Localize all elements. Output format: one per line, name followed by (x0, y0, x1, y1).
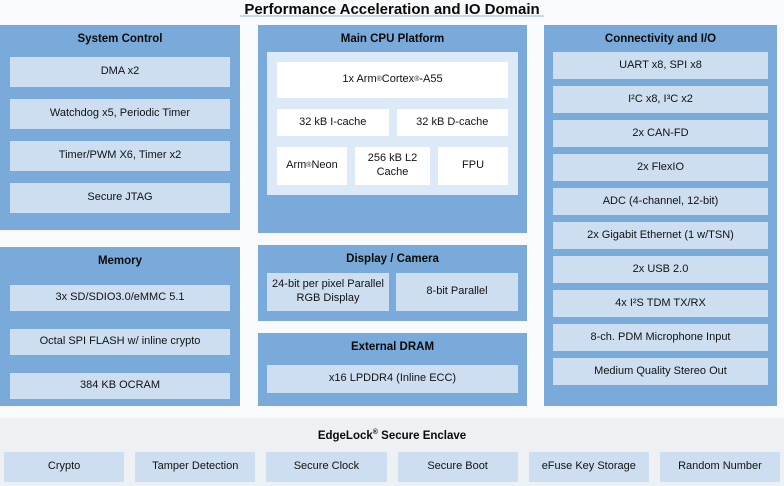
panel-system-control: System Control DMA x2 Watchdog x5, Perio… (0, 25, 240, 230)
enclave-item-secure-boot: Secure Boot (397, 452, 518, 482)
conn-item-stereo-out: Medium Quality Stereo Out (553, 358, 768, 385)
sysctl-item-dma: DMA x2 (10, 57, 230, 87)
conn-item-adc: ADC (4-channel, 12-bit) (553, 188, 768, 215)
cpu-l2-cache: 256 kB L2 Cache (354, 147, 431, 185)
sysctl-item-timer-pwm: Timer/PWM X6, Timer x2 (10, 141, 230, 171)
panel-title-external-dram: External DRAM (350, 341, 435, 353)
conn-item-i2s-tdm: 4x I²S TDM TX/RX (553, 290, 768, 317)
panel-external-dram: External DRAM x16 LPDDR4 (Inline ECC) (258, 333, 527, 406)
cpu-icache: 32 kB I-cache (277, 109, 389, 136)
conn-item-usb: 2x USB 2.0 (553, 256, 768, 283)
panel-title-connectivity: Connectivity and I/O (604, 33, 717, 45)
panel-title-display-camera: Display / Camera (346, 253, 439, 265)
enclave-item-secure-clock: Secure Clock (266, 452, 387, 482)
display-item-8bit-parallel: 8-bit Parallel (396, 273, 518, 311)
cpu-fpu: FPU (438, 147, 508, 185)
enclave-item-tamper-detection: Tamper Detection (135, 452, 256, 482)
cpu-dcache: 32 kB D-cache (396, 109, 508, 136)
cpu-core-cluster: 1x Arm® Cortex®-A55 32 kB I-cache 32 kB … (267, 52, 518, 195)
sysctl-item-secure-jtag: Secure JTAG (10, 183, 230, 213)
memory-item-sd-emmc: 3x SD/SDIO3.0/eMMC 5.1 (10, 285, 230, 311)
memory-item-octal-spi: Octal SPI FLASH w/ inline crypto (10, 329, 230, 355)
display-item-parallel-rgb: 24-bit per pixel Parallel RGB Display (267, 273, 389, 311)
dram-item-lpddr4: x16 LPDDR4 (Inline ECC) (267, 365, 518, 393)
conn-item-flexio: 2x FlexIO (553, 154, 768, 181)
cpu-core-cortex-a55: 1x Arm® Cortex®-A55 (277, 62, 508, 98)
conn-item-uart-spi: UART x8, SPI x8 (553, 52, 768, 79)
panel-memory: Memory 3x SD/SDIO3.0/eMMC 5.1 Octal SPI … (0, 247, 240, 406)
panel-title-edgelock: EdgeLock® Secure Enclave (317, 429, 467, 442)
panel-connectivity-io: Connectivity and I/O UART x8, SPI x8 I²C… (544, 25, 777, 406)
sysctl-item-watchdog: Watchdog x5, Periodic Timer (10, 99, 230, 129)
conn-item-can-fd: 2x CAN-FD (553, 120, 768, 147)
panel-title-memory: Memory (97, 255, 143, 267)
enclave-item-random-number: Random Number (659, 452, 781, 482)
panel-edgelock-secure-enclave: EdgeLock® Secure Enclave Crypto Tamper D… (0, 418, 784, 486)
memory-item-ocram: 384 KB OCRAM (10, 373, 230, 399)
title-underline-rule (240, 15, 544, 17)
enclave-item-crypto: Crypto (4, 452, 125, 482)
page-title: Performance Acceleration and IO Domain (244, 1, 540, 18)
panel-display-camera: Display / Camera 24-bit per pixel Parall… (258, 245, 527, 321)
panel-main-cpu-platform: Main CPU Platform 1x Arm® Cortex®-A55 32… (258, 25, 527, 233)
enclave-item-efuse-key-storage: eFuse Key Storage (528, 452, 649, 482)
cpu-neon: Arm® Neon (277, 147, 347, 185)
conn-item-pdm-microphone: 8-ch. PDM Microphone Input (553, 324, 768, 351)
conn-item-gigabit-ethernet: 2x Gigabit Ethernet (1 w/TSN) (553, 222, 768, 249)
conn-item-i2c-i3c: I²C x8, I³C x2 (553, 86, 768, 113)
panel-title-system-control: System Control (77, 33, 163, 45)
panel-title-main-cpu: Main CPU Platform (340, 33, 445, 45)
